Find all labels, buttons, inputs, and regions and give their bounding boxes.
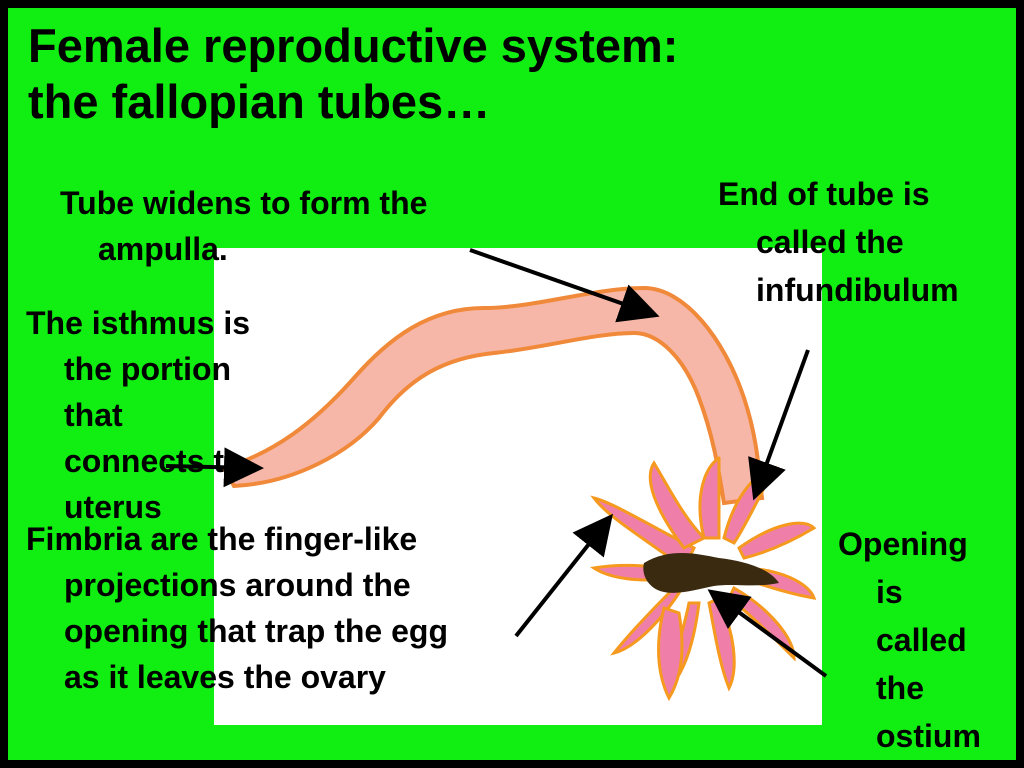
infundibulum-arrow (748, 349, 810, 501)
fallopian-tube-drawing (221, 285, 817, 702)
fimbria-label-line: projections around the (64, 567, 411, 603)
ampulla-arrow (469, 248, 660, 323)
fimbria-label-line: opening that trap the egg (64, 613, 448, 649)
isthmus-label: The isthmus is the portion that connects… (26, 300, 250, 530)
infundibulum-label-line: End of tube is (718, 176, 930, 212)
slide-title: Female reproductive system: the fallopia… (28, 18, 988, 130)
fimbria-label-line: as it leaves the ovary (64, 659, 386, 695)
fimbria-arrow (514, 513, 613, 638)
ampulla-label: Tube widens to form the ampulla. (60, 180, 427, 272)
ostium-arrow (707, 589, 828, 678)
ampulla-label-line: ampulla. (98, 231, 228, 267)
isthmus-label-line: The isthmus is (26, 305, 251, 341)
ostium-label-line: Opening (838, 526, 968, 562)
ostium-label-line: the (876, 670, 924, 706)
isthmus-arrow (165, 447, 264, 488)
infundibulum-label-line: called the (756, 224, 904, 260)
annotation-arrows (165, 248, 828, 678)
ampulla-label-line: Tube widens to form the (60, 185, 428, 221)
ostium-label: Opening is called the ostium (838, 520, 981, 760)
fimbria-label: Fimbria are the finger-like projections … (26, 516, 448, 700)
ostium-label-line: ostium (876, 718, 981, 754)
isthmus-label-line: that (64, 397, 123, 433)
fallopian-tube-illustration (214, 248, 822, 725)
isthmus-label-line: uterus (64, 489, 162, 525)
slide: Female reproductive system: the fallopia… (8, 8, 1016, 760)
isthmus-label-line: the portion (64, 351, 232, 387)
ostium-opening (643, 553, 779, 593)
fimbria-label-line: Fimbria are the finger-like (26, 521, 418, 557)
infundibulum-label: End of tube is called the infundibulum (718, 170, 959, 314)
isthmus-label-line: connects to (64, 443, 244, 479)
ostium-label-line: called (876, 622, 967, 658)
ostium-label-line: is (876, 574, 903, 610)
infundibulum-label-line: infundibulum (756, 272, 959, 308)
title-line-2: the fallopian tubes… (28, 75, 491, 128)
title-line-1: Female reproductive system: (28, 19, 679, 72)
